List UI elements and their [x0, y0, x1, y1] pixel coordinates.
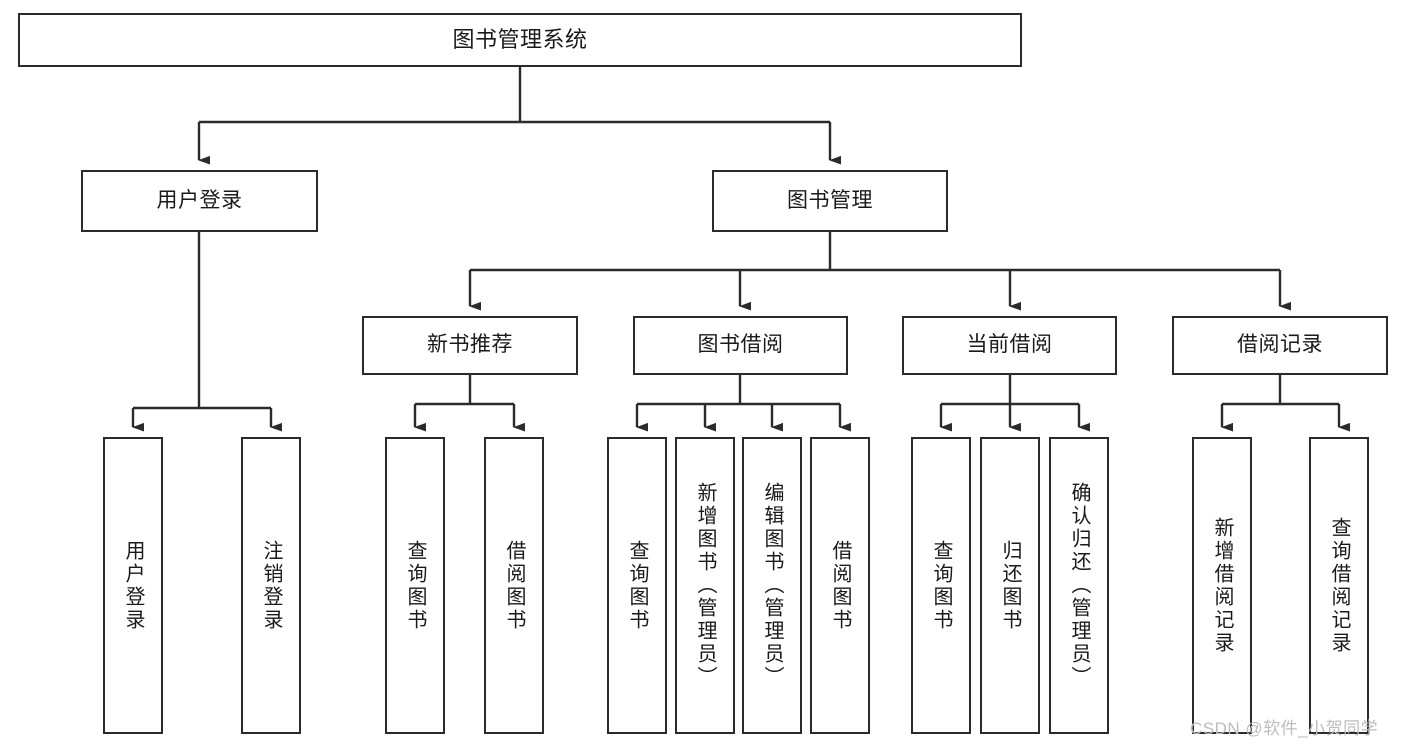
- node-user-login[interactable]: 用户登录: [81, 170, 318, 232]
- node-book-manage[interactable]: 图书管理: [712, 170, 948, 232]
- node-leaf-query-book-2[interactable]: 查询图书: [607, 437, 667, 734]
- node-leaf-user-login[interactable]: 用户登录: [103, 437, 163, 734]
- node-leaf-logout-label: 注销登录: [260, 539, 282, 632]
- node-leaf-query-book-1-label: 查询图书: [404, 539, 426, 632]
- node-leaf-query-book-3-label: 查询图书: [930, 539, 952, 632]
- node-root-label: 图书管理系统: [452, 27, 588, 53]
- watermark-text: CSDN @软件_小贺同学: [1190, 719, 1379, 738]
- node-leaf-query-record-label: 查询借阅记录: [1328, 516, 1350, 655]
- node-leaf-add-book-admin[interactable]: 新增图书（管理员）: [675, 437, 735, 734]
- node-leaf-return-book-label: 归还图书: [999, 539, 1021, 632]
- node-leaf-query-book-1[interactable]: 查询图书: [385, 437, 445, 734]
- node-new-book-rec[interactable]: 新书推荐: [362, 316, 578, 375]
- node-leaf-borrow-book-2-label: 借阅图书: [829, 539, 851, 632]
- node-borrow-record[interactable]: 借阅记录: [1172, 316, 1388, 375]
- node-borrow-record-label: 借阅记录: [1237, 333, 1323, 357]
- node-leaf-logout[interactable]: 注销登录: [241, 437, 301, 734]
- node-new-book-rec-label: 新书推荐: [427, 333, 513, 357]
- node-leaf-add-record[interactable]: 新增借阅记录: [1192, 437, 1252, 734]
- node-book-borrow-label: 图书借阅: [697, 333, 784, 357]
- node-leaf-add-record-label: 新增借阅记录: [1211, 516, 1233, 655]
- node-leaf-return-book[interactable]: 归还图书: [980, 437, 1040, 734]
- node-leaf-borrow-book-1-label: 借阅图书: [503, 539, 525, 632]
- node-leaf-borrow-book-2[interactable]: 借阅图书: [810, 437, 870, 734]
- node-current-borrow-label: 当前借阅: [966, 333, 1053, 357]
- node-current-borrow[interactable]: 当前借阅: [902, 316, 1117, 375]
- node-leaf-add-book-admin-label: 新增图书（管理员）: [694, 482, 716, 689]
- node-user-login-label: 用户登录: [156, 188, 243, 212]
- node-leaf-user-login-label: 用户登录: [122, 539, 144, 632]
- node-book-manage-label: 图书管理: [787, 188, 873, 212]
- node-leaf-query-book-2-label: 查询图书: [626, 539, 648, 632]
- node-book-borrow[interactable]: 图书借阅: [633, 316, 848, 375]
- node-leaf-confirm-return-admin-label: 确认归还（管理员）: [1068, 482, 1090, 689]
- node-leaf-edit-book-admin-label: 编辑图书（管理员）: [761, 482, 783, 689]
- node-leaf-borrow-book-1[interactable]: 借阅图书: [484, 437, 544, 734]
- node-leaf-edit-book-admin[interactable]: 编辑图书（管理员）: [742, 437, 802, 734]
- node-leaf-confirm-return-admin[interactable]: 确认归还（管理员）: [1049, 437, 1109, 734]
- node-root[interactable]: 图书管理系统: [18, 13, 1022, 67]
- node-leaf-query-book-3[interactable]: 查询图书: [911, 437, 971, 734]
- node-leaf-query-record[interactable]: 查询借阅记录: [1309, 437, 1369, 734]
